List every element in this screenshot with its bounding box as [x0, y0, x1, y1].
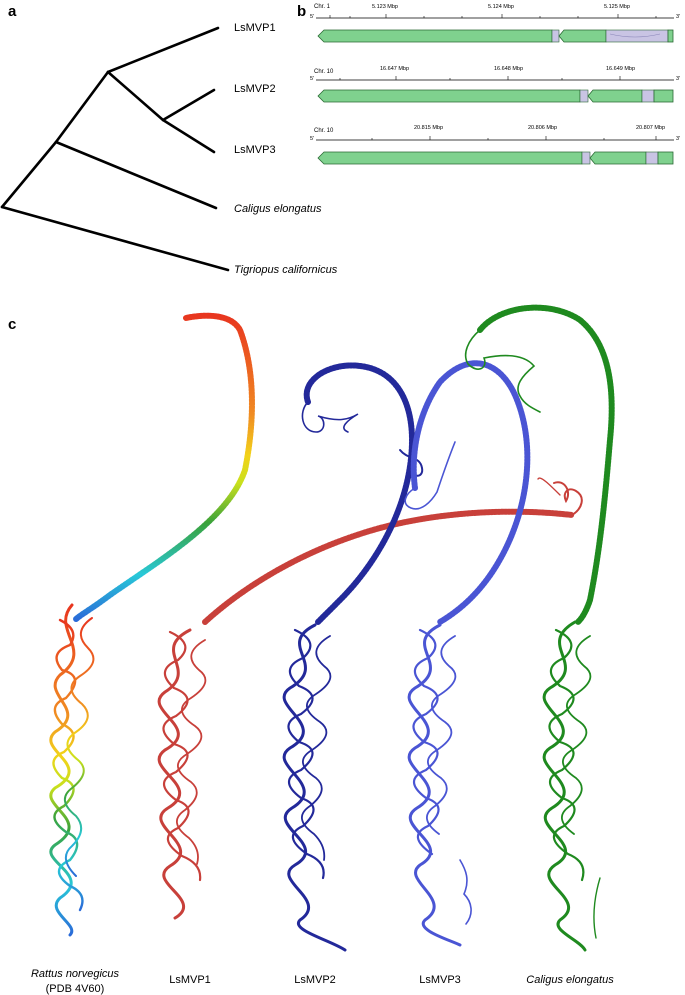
panel-label-a: a [8, 3, 17, 20]
structure-lsmvp1 [157, 477, 583, 920]
structure-label: LsMVP2 [294, 974, 336, 986]
tree-branch [161, 118, 216, 154]
intron-block [579, 89, 589, 103]
tick-label: 5.124 Mbp [488, 4, 514, 10]
structure-lsmvp2 [282, 362, 424, 952]
structure-lsmvp3 [404, 360, 531, 947]
intron-block [551, 29, 560, 43]
intron-block [605, 29, 669, 43]
tick-label: 20.806 Mbp [528, 125, 558, 131]
exon-block [317, 89, 581, 103]
taxon-label: LsMVP2 [234, 83, 276, 95]
chromosome-label: Chr. 10 [314, 128, 334, 134]
tick-label: 5.125 Mbp [604, 4, 630, 10]
structure-label: Rattus norvegicus [20, 968, 130, 980]
gene-track: Chr. 10 20.815 Mbp 20.806 Mbp 20.807 Mbp… [310, 122, 682, 166]
exon-block [317, 151, 583, 165]
taxon-label: Caligus elongatus [234, 203, 322, 215]
tick-label: 16.648 Mbp [494, 66, 524, 72]
helix-ribbon [477, 304, 615, 625]
exon-block [317, 29, 553, 43]
helix-ribbon [72, 312, 255, 623]
phylogenetic-tree [0, 26, 230, 272]
helix-ribbon [410, 360, 531, 625]
exon-block [589, 151, 647, 165]
structure-sublabel: (PDB 4V60) [45, 983, 105, 995]
tree-branch [54, 70, 110, 144]
chromosome-label: Chr. 10 [314, 69, 334, 75]
repeat-domains [49, 603, 76, 937]
repeat-domains [282, 623, 347, 952]
panel-label-c: c [8, 316, 17, 333]
structure-caligus [464, 304, 615, 952]
three-prime-end: 3' [676, 136, 681, 142]
structure-figure [49, 304, 615, 952]
structure-rattus [49, 312, 255, 937]
tree-branch [54, 140, 218, 210]
exon-block [558, 29, 607, 43]
exon-block [653, 89, 674, 103]
exon-block [657, 151, 674, 165]
intron-block [581, 151, 591, 165]
three-prime-end: 3' [676, 76, 681, 82]
five-prime-end: 5' [310, 136, 315, 142]
tree-branch [106, 26, 220, 74]
helix-ribbon [303, 362, 416, 625]
tick-label: 16.647 Mbp [380, 66, 410, 72]
chromosome-label: Chr. 1 [314, 4, 331, 10]
tick-label: 16.649 Mbp [606, 66, 636, 72]
intron-block [645, 151, 659, 165]
taxon-label: LsMVP1 [234, 22, 276, 34]
structure-label: LsMVP1 [169, 974, 211, 986]
five-prime-end: 5' [310, 14, 315, 20]
three-prime-end: 3' [676, 14, 681, 20]
gene-track: Chr. 1 5.123 Mbp 5.124 Mbp 5.125 Mbp 5' … [310, 4, 682, 48]
five-prime-end: 5' [310, 76, 315, 82]
panel-label-b: b [297, 3, 307, 20]
locus-diagram [316, 136, 674, 165]
tick-label: 20.815 Mbp [414, 125, 444, 131]
tree-branch [0, 140, 58, 209]
taxon-label: LsMVP3 [234, 144, 276, 156]
repeat-domains [542, 620, 587, 952]
tree-branch [106, 70, 165, 122]
tick-label: 20.807 Mbp [636, 125, 666, 131]
repeat-domains [157, 628, 192, 920]
locus-diagram [316, 76, 674, 103]
structure-label: LsMVP3 [419, 974, 461, 986]
helix-ribbon [202, 508, 575, 625]
tree-branch [0, 205, 230, 272]
gene-track: Chr. 10 16.647 Mbp 16.648 Mbp 16.649 Mbp… [310, 64, 682, 108]
structure-label: Caligus elongatus [526, 974, 614, 986]
tree-branch [161, 88, 216, 122]
locus-diagram [316, 14, 674, 43]
repeat-domains [407, 623, 462, 947]
taxon-label: Tigriopus californicus [234, 264, 338, 276]
exon-block [667, 29, 674, 43]
exon-block [587, 89, 643, 103]
structure-label-name: Rattus norvegicus [30, 968, 120, 980]
intron-block [641, 89, 655, 103]
tick-label: 5.123 Mbp [372, 4, 398, 10]
